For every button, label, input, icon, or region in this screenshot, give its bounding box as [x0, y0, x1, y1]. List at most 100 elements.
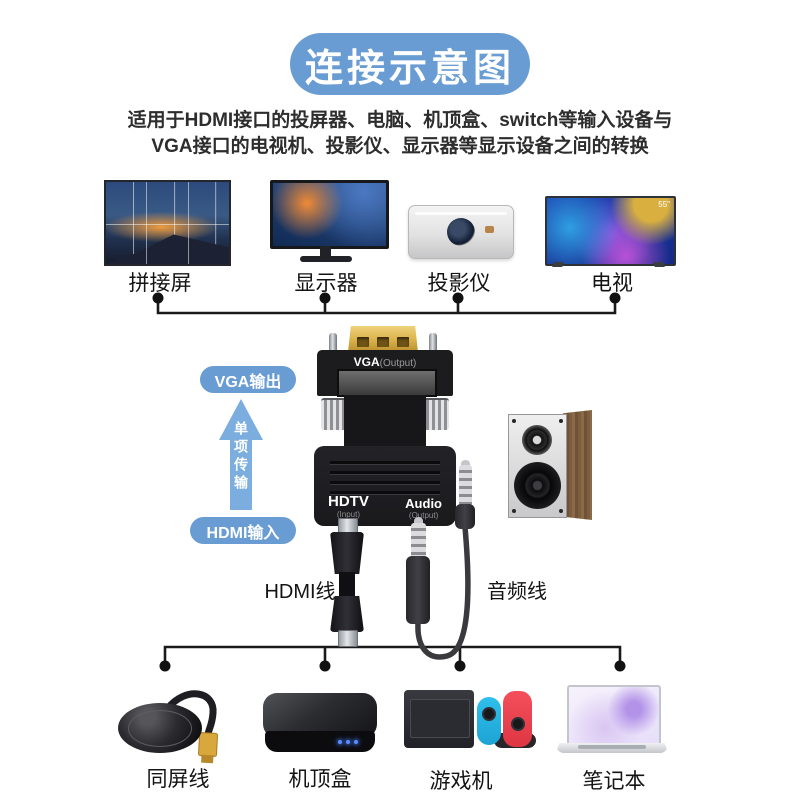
- settop-box-image: [263, 693, 377, 752]
- joycon-red: [503, 691, 532, 747]
- label-mirroring-dongle: 同屏线: [146, 768, 210, 791]
- speaker-screw: [559, 419, 563, 423]
- label-audio-cable: 音频线: [487, 581, 547, 603]
- vga-slot: [397, 337, 409, 347]
- subtitle-line1: 适用于HDMI接口的投屏器、电脑、机顶盒、switch等输入设备与: [127, 110, 673, 131]
- top-node-dot: [152, 292, 164, 304]
- hdmi-cable-tip-bottom: [338, 630, 358, 647]
- joycon-blue: [477, 697, 501, 745]
- joycon-stick: [511, 717, 525, 731]
- splicing-screen-image: [104, 180, 231, 266]
- speaker-screw: [559, 509, 563, 513]
- hdmi-cable-body-bottom: [330, 596, 364, 632]
- tv-foot-right: [653, 262, 665, 267]
- hdmi-cable-middle: [339, 572, 355, 598]
- speaker-screw: [512, 419, 516, 423]
- adapter-vga-sub: (Output): [379, 358, 417, 369]
- bottom-node-dot: [319, 660, 331, 672]
- projector-highlight: [415, 212, 507, 215]
- bottom-node-dot: [454, 660, 466, 672]
- bottom-node-dot: [614, 660, 626, 672]
- page-title: 连接示意图: [304, 47, 515, 90]
- audio-cable-wire: [415, 524, 471, 660]
- label-tv: 电视: [591, 272, 633, 295]
- adapter-hdtv-text: HDTV (Input): [328, 494, 369, 519]
- top-node-dot: [452, 292, 464, 304]
- audio-plug-point: [414, 517, 423, 525]
- bottom-node-dot: [159, 660, 171, 672]
- label-laptop: 笔记本: [582, 770, 646, 793]
- laptop-base: [556, 743, 668, 753]
- mirroring-dongle-image: [118, 703, 202, 753]
- speaker-woofer: [514, 462, 561, 509]
- screw-pin-left: [329, 333, 337, 351]
- speaker-tweeter: [522, 425, 552, 455]
- tv-image: 55": [545, 196, 676, 266]
- joycon-stick: [482, 707, 496, 721]
- screw-pin-right: [429, 333, 437, 351]
- vga-slot: [377, 337, 389, 347]
- top-node-dot: [319, 292, 331, 304]
- monitor-image: [270, 180, 389, 249]
- adapter-audio-word: Audio: [405, 496, 442, 511]
- vga-slot: [357, 337, 369, 347]
- audio-plug-tip: [411, 523, 426, 558]
- adapter-vga-text: VGA(Output): [317, 355, 453, 369]
- tv-foot-left: [552, 262, 564, 267]
- hdmi-cable-body-top: [330, 532, 364, 574]
- mirroring-dongle-plug: [198, 732, 219, 764]
- top-node-dot: [609, 292, 621, 304]
- laptop-screen: [567, 685, 661, 746]
- subtitle-line2: VGA接口的电视机、投影仪、显示器等显示设备之间的转换: [151, 136, 649, 157]
- settop-box-led: [354, 740, 358, 744]
- label-settop-box: 机顶盒: [288, 768, 352, 791]
- adapter-hdmi-section: HDTV (Input) Audio (Output): [314, 446, 456, 526]
- splicing-screen-grid: [106, 182, 229, 264]
- hdmi-input-pill: HDMI输入: [190, 517, 296, 544]
- adapter-hdtv-sub: (Input): [336, 510, 360, 519]
- laptop-keyboard: [578, 745, 646, 749]
- adapter-audio-text: Audio (Output): [405, 497, 442, 520]
- projector-image: [408, 205, 514, 259]
- thumb-nut-left: [321, 398, 347, 430]
- settop-box-front: [265, 731, 375, 752]
- adapter-recess: [337, 369, 437, 397]
- label-splicing-screen: 拼接屏: [128, 272, 192, 295]
- hdmi-input-label: HDMI输入: [206, 524, 280, 542]
- speaker-image: [508, 410, 592, 520]
- settop-box-led: [346, 740, 350, 744]
- page-title-pill: 连接示意图: [290, 33, 530, 95]
- vga-connector-gold: [348, 326, 418, 352]
- audio-plug-body: [406, 556, 430, 624]
- label-projector: 投影仪: [427, 272, 491, 295]
- subtitle: 适用于HDMI接口的投屏器、电脑、机顶盒、switch等输入设备与 VGA接口的…: [0, 108, 800, 160]
- adapter-groove: [330, 461, 440, 465]
- audio-plug2-body: [455, 504, 475, 529]
- adapter-hdtv-word: HDTV: [328, 493, 369, 510]
- top-bus-line: [156, 300, 617, 315]
- adapter-vga-word: VGA: [353, 355, 380, 369]
- projector-lens: [447, 218, 475, 246]
- adapter-groove: [330, 471, 440, 475]
- label-monitor: 显示器: [294, 272, 358, 295]
- mirroring-dongle-ring: [128, 710, 192, 747]
- label-hdmi-cable: HDMI线: [264, 581, 336, 603]
- settop-box-top: [263, 693, 377, 738]
- adapter-groove: [330, 491, 440, 495]
- speaker-screw: [512, 509, 516, 513]
- adapter-neck: [344, 395, 426, 450]
- settop-box-led: [338, 740, 342, 744]
- speaker-wood-side: [563, 410, 592, 520]
- audio-plug2-tip: [459, 465, 472, 506]
- label-game-console: 游戏机: [429, 770, 493, 793]
- vga-output-pill: VGA输出: [200, 366, 296, 393]
- bottom-bus-line: [163, 645, 622, 664]
- projector-ir-sensor: [485, 226, 494, 233]
- audio-plug2-point: [461, 460, 470, 467]
- thumb-nut-right: [423, 398, 449, 430]
- monitor-stand-base: [300, 256, 352, 262]
- vga-output-label: VGA输出: [214, 373, 282, 391]
- speaker-front-panel: [508, 414, 567, 518]
